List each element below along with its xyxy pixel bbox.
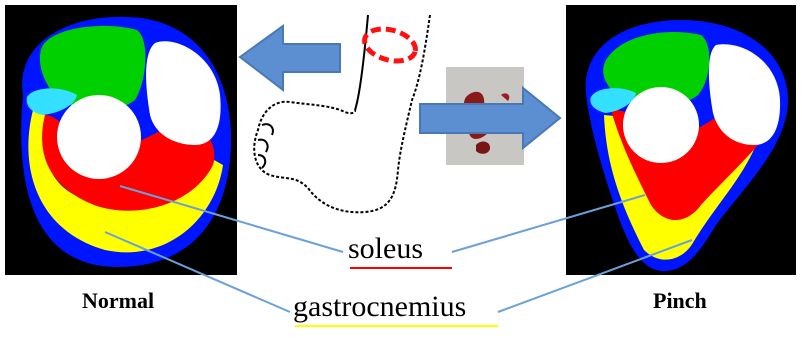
soleus-label: soleus (348, 232, 423, 266)
arrow-left-icon (240, 26, 340, 90)
pinch-mark-icon (361, 24, 419, 66)
gastrocnemius-label: gastrocnemius (293, 290, 466, 324)
arrow-right-icon (420, 88, 560, 148)
normal-label: Normal (82, 288, 154, 314)
pinch-label: Pinch (653, 288, 707, 314)
